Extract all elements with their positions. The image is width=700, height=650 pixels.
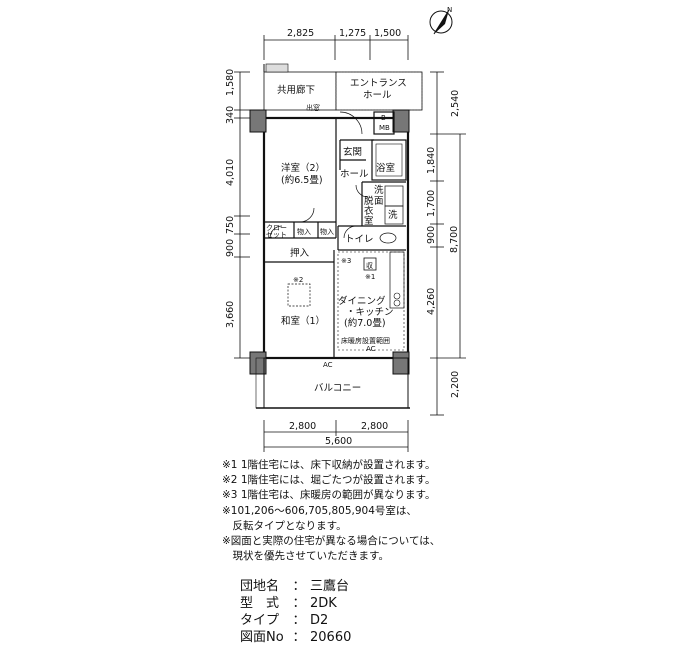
note-line: ※2 1階住宅には、堀ごたつが設置されます。	[222, 474, 436, 487]
label-mb: MB	[379, 124, 390, 132]
label-balcony: バルコニー	[314, 383, 361, 394]
info-row: 型 式 ： 2DK	[240, 595, 351, 612]
property-info: 団地名 ： 三鷹台 型 式 ： 2DK タイプ ： D2 図面No ： 20660	[240, 578, 351, 646]
info-value: 2DK	[310, 596, 337, 611]
interior-walls	[264, 111, 407, 358]
dim-right-1: 2,540	[450, 90, 461, 117]
label-mb-b: B	[381, 114, 386, 122]
label-western-room-2: (約6.5畳)	[281, 174, 323, 186]
info-row: 図面No ： 20660	[240, 629, 351, 646]
dim-top-2: 1,275	[339, 28, 366, 39]
label-closet-2: ゼット	[266, 230, 287, 239]
compass-label: N	[447, 6, 452, 14]
info-colon: ：	[292, 630, 306, 645]
label-note2-mark: ※2	[293, 276, 303, 284]
label-japanese-room: 和室（1）	[281, 315, 325, 327]
label-dining-3: (約7.0畳)	[344, 317, 386, 329]
info-colon: ：	[292, 596, 306, 611]
corridor-area	[263, 63, 423, 111]
top-dimensions	[263, 35, 409, 60]
dim-right-3: 1,700	[426, 190, 437, 217]
note-line: 現状を優先させていただきます。	[222, 550, 389, 563]
dim-bottom-1: 2,800	[289, 421, 316, 432]
info-value: 20660	[310, 630, 352, 645]
dim-left-3: 4,010	[225, 159, 236, 186]
info-colon: ：	[292, 579, 306, 594]
info-colon: ：	[292, 613, 306, 628]
info-label: 型 式	[240, 596, 280, 611]
dim-left-2: 340	[225, 106, 236, 124]
label-hall: ホール	[340, 169, 369, 180]
label-dining-1: ダイニング	[338, 295, 386, 307]
dim-right-4: 900	[426, 226, 437, 244]
label-washroom-2: 面	[374, 196, 384, 207]
north-arrow-icon: N	[429, 6, 453, 35]
dim-right-6: 8,700	[449, 226, 460, 253]
info-label: タイプ	[240, 613, 280, 628]
label-closet-1: クロー	[266, 224, 287, 232]
info-value: D2	[310, 613, 329, 628]
dim-top-1: 2,825	[287, 28, 314, 39]
note-line: ※図面と実際の住宅が異なる場合については、	[222, 535, 441, 548]
label-storage-2: 物入	[320, 227, 334, 236]
note-line: 反転タイプとなります。	[222, 519, 347, 532]
left-dimensions	[234, 71, 250, 359]
door-arcs	[269, 111, 369, 239]
label-note3-mark: ※3	[341, 257, 351, 265]
notes: ※1 1階住宅には、床下収納が設置されます。 ※2 1階住宅には、堀ごたつが設置…	[222, 458, 440, 564]
dim-bottom-2: 2,800	[361, 421, 388, 432]
dim-right-7: 2,200	[450, 371, 461, 398]
label-toilet: トイレ	[345, 234, 374, 245]
label-washroom-3: 脱	[364, 195, 374, 207]
bottom-dimensions	[263, 420, 409, 452]
label-oshiire: 押入	[290, 247, 310, 259]
dim-bottom-3: 5,600	[325, 436, 352, 447]
info-label: 団地名	[240, 579, 280, 594]
label-bath: 浴室	[376, 162, 395, 174]
label-note1-mark: ※1	[365, 273, 375, 281]
label-floor-heating: 床暖房設置範囲	[341, 336, 390, 345]
label-fridge: 収	[366, 262, 373, 270]
info-row: タイプ ： D2	[240, 612, 351, 629]
info-row: 団地名 ： 三鷹台	[240, 578, 351, 595]
note-line: ※3 1階住宅は、床暖房の範囲が異なります。	[222, 489, 436, 502]
label-dining-2: ・キッチン	[346, 307, 394, 318]
info-label: 図面No	[240, 630, 284, 645]
dim-left-4: 750	[225, 216, 236, 234]
label-western-room-1: 洋室（2）	[281, 162, 325, 174]
label-ac-1: AC	[366, 345, 376, 353]
label-entrance-hall-2: ホール	[363, 90, 392, 101]
label-washroom-4: 衣	[364, 205, 374, 217]
dim-left-1: 1,580	[225, 69, 236, 96]
note-line: ※101,206～606,705,805,904号室は、	[222, 504, 417, 517]
label-ac-2: AC	[323, 361, 333, 369]
info-value: 三鷹台	[310, 579, 350, 594]
label-genkan: 玄関	[343, 146, 362, 158]
dim-right-2: 1,840	[426, 147, 437, 174]
label-washer: 洗	[388, 209, 398, 221]
dim-left-6: 3,660	[225, 301, 236, 328]
label-washroom-5: 室	[364, 215, 374, 227]
label-common-corridor: 共用廊下	[277, 84, 315, 96]
dim-right-5: 4,260	[426, 288, 437, 315]
label-washroom-1: 洗	[374, 184, 384, 196]
balcony-area	[255, 357, 410, 409]
label-entrance-hall-1: エントランス	[350, 78, 407, 89]
right-dimensions	[430, 71, 466, 416]
label-exit: 出窓	[306, 103, 320, 112]
dim-top-3: 1,500	[374, 28, 401, 39]
dim-left-5: 900	[225, 239, 236, 257]
apartment-walls	[249, 109, 410, 375]
note-line: ※1 1階住宅には、床下収納が設置されます。	[222, 459, 436, 471]
floor-plan: N 2,825 1,275 1,500 1,580 340 4,010 750 …	[225, 6, 466, 452]
label-storage-1: 物入	[297, 227, 311, 236]
